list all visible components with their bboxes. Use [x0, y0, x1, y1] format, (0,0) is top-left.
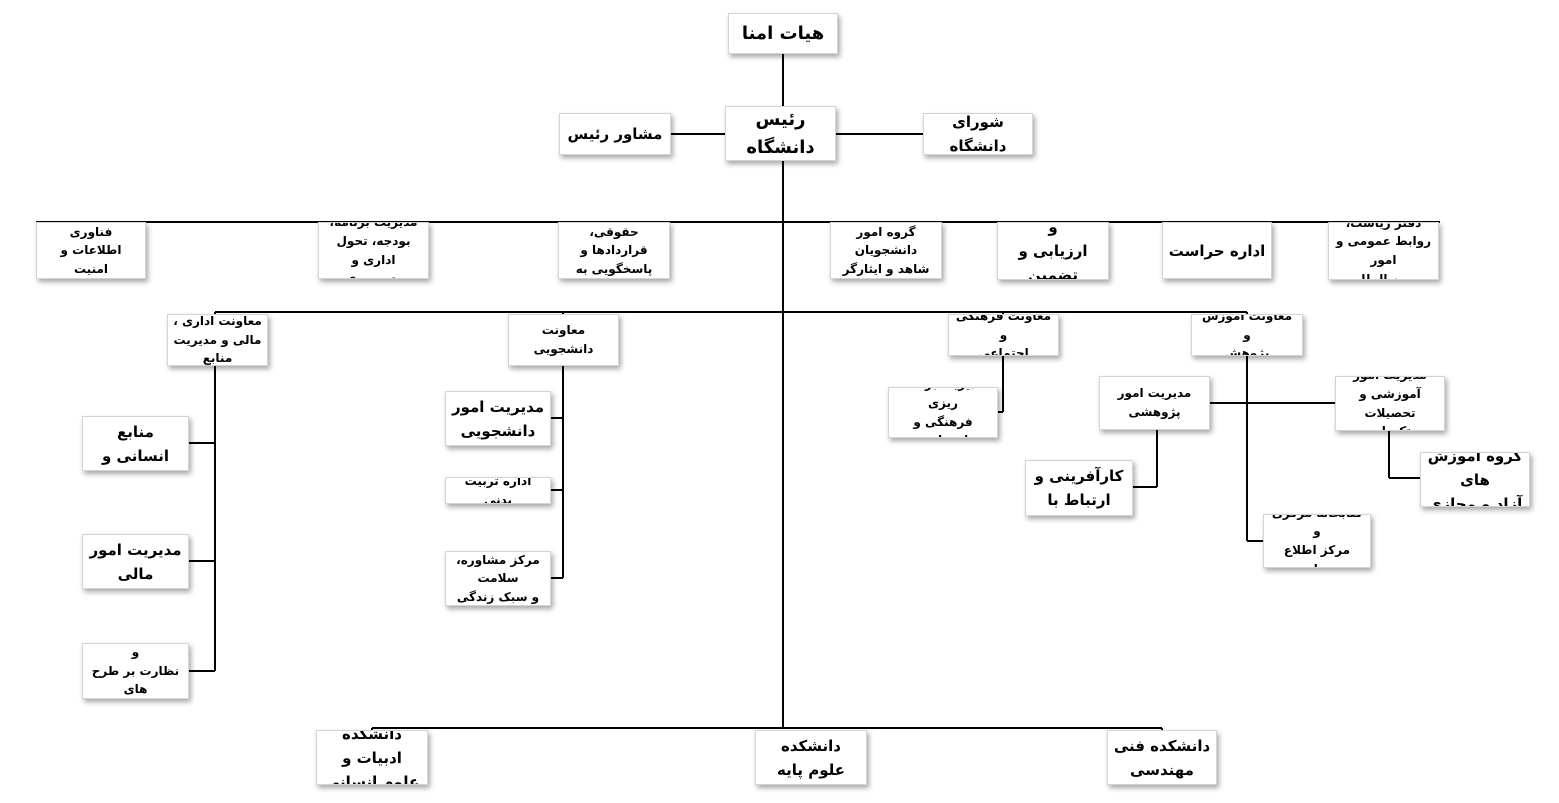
- faculty-engineering-box: دانشکده فنی مهندسی: [1107, 730, 1217, 785]
- faculty-humanities-label: دانشکده ادبیات و علوم انسانی: [324, 730, 420, 785]
- board-of-trustees-label: هیات امنا: [741, 22, 825, 44]
- vp-cultural-social-label: معاونت فرهنگی و اجتماعی: [955, 314, 1052, 356]
- vp-admin-finance-label: معاونت اداری ، مالی و مدیریت منابع: [173, 314, 262, 366]
- vp-student-label: معاونت دانشجویی: [533, 323, 594, 356]
- free-virtual-group-label: گروه آموزش های آزاد و مجازی: [1427, 452, 1523, 507]
- office-presidency-label: دفتر ریاست، روابط عمومی و امور بین الملل: [1336, 222, 1431, 280]
- physical-education-label: اداره تربیت بدنی: [464, 477, 532, 504]
- faculty-engineering-label: دانشکده فنی مهندسی: [1113, 736, 1211, 779]
- office-presidency-box: دفتر ریاست، روابط عمومی و امور بین الملل: [1328, 222, 1439, 280]
- human-resources-box: مدیریت منابع انسانی و پشتیبانی: [82, 416, 189, 471]
- planning-budget-box: مدیریت برنامه، بودجه، تحول اداری و بهره …: [318, 222, 429, 279]
- legal-affairs-label: مدیریت امور حقوقی، قراردادها و پاسخگویی …: [575, 224, 653, 276]
- vp-admin-finance-box: معاونت اداری ، مالی و مدیریت منابع: [167, 314, 268, 366]
- faculty-basic-sciences-label: دانشکده علوم پایه: [777, 736, 845, 779]
- security-box: اداره حراست: [1162, 222, 1272, 279]
- financial-affairs-label: مدیریت امور مالی: [89, 540, 182, 583]
- education-graduate-label: مدیریت امور آموزشی و تحصیلات تکمیلی: [1353, 377, 1427, 430]
- university-council-label: شورای دانشگاه: [949, 113, 1007, 155]
- student-affairs-label: مدیریت امور دانشجویی: [451, 397, 545, 440]
- counseling-center-box: مرکز مشاوره، سلامت و سبک زندگی: [445, 551, 551, 606]
- security-label: اداره حراست: [1168, 241, 1266, 260]
- counseling-center-label: مرکز مشاوره، سلامت و سبک زندگی: [456, 552, 540, 604]
- free-virtual-group-box: گروه آموزش های آزاد و مجازی: [1420, 452, 1530, 507]
- student-affairs-box: مدیریت امور دانشجویی: [445, 391, 551, 446]
- veterans-group-label: گروه امور دانشجویان شاهد و ایثارگر: [842, 224, 930, 276]
- president-box: رئیس دانشگاه: [725, 106, 836, 161]
- research-management-label: مدیریت امور پژوهشی: [1117, 386, 1192, 419]
- vp-cultural-social-box: معاونت فرهنگی و اجتماعی: [948, 314, 1059, 356]
- central-library-box: کتابخانه مرکزی و مرکز اطلاع رسانی: [1263, 514, 1371, 568]
- entrepreneurship-group-label: گروه کارآفرینی و ارتباط با صنعت: [1034, 467, 1124, 509]
- quality-group-box: گروه نظارت و ارزیابی و تضمین کیفیت: [997, 222, 1109, 280]
- education-graduate-box: مدیریت امور آموزشی و تحصیلات تکمیلی: [1335, 376, 1445, 431]
- physical-education-box: اداره تربیت بدنی: [445, 477, 551, 504]
- planning-budget-label: مدیریت برنامه، بودجه، تحول اداری و بهره …: [329, 222, 418, 279]
- central-library-label: کتابخانه مرکزی و مرکز اطلاع رسانی: [1272, 515, 1362, 567]
- faculty-basic-sciences-box: دانشکده علوم پایه: [755, 730, 867, 785]
- quality-group-label: گروه نظارت و ارزیابی و تضمین کیفیت: [1018, 222, 1088, 280]
- it-group-box: گروه توسعه و فناوری اطلاعات و امنیت فضای…: [36, 222, 146, 279]
- cultural-planning-label: مدیریت برنامه ریزی فرهنگی و اجتماعی: [901, 388, 984, 437]
- human-resources-label: مدیریت منابع انسانی و پشتیبانی: [101, 422, 170, 465]
- cultural-planning-box: مدیریت برنامه ریزی فرهنگی و اجتماعی: [888, 387, 998, 438]
- president-advisor-label: مشاور رئیس: [567, 125, 663, 143]
- financial-affairs-box: مدیریت امور مالی: [82, 534, 189, 589]
- president-advisor-box: مشاور رئیس: [559, 113, 671, 155]
- technical-group-box: گروه امور فنی و نظارت بر طرح های عمرانی: [82, 643, 189, 699]
- vp-education-research-label: معاونت آموزش و پژوهش: [1201, 314, 1293, 356]
- president-label: رئیس دانشگاه: [746, 108, 815, 158]
- board-of-trustees-box: هیات امنا: [728, 13, 838, 54]
- technical-group-label: گروه امور فنی و نظارت بر طرح های عمرانی: [91, 645, 180, 697]
- university-council-box: شورای دانشگاه: [923, 113, 1033, 155]
- vp-education-research-box: معاونت آموزش و پژوهش: [1191, 314, 1303, 356]
- entrepreneurship-group-box: گروه کارآفرینی و ارتباط با صنعت: [1025, 460, 1133, 516]
- it-group-label: گروه توسعه و فناوری اطلاعات و امنیت فضای…: [60, 224, 122, 276]
- faculty-humanities-box: دانشکده ادبیات و علوم انسانی: [316, 730, 428, 785]
- veterans-group-box: گروه امور دانشجویان شاهد و ایثارگر: [830, 222, 942, 279]
- vp-student-box: معاونت دانشجویی: [508, 314, 619, 366]
- legal-affairs-box: مدیریت امور حقوقی، قراردادها و پاسخگویی …: [558, 222, 670, 279]
- research-management-box: مدیریت امور پژوهشی: [1099, 376, 1210, 430]
